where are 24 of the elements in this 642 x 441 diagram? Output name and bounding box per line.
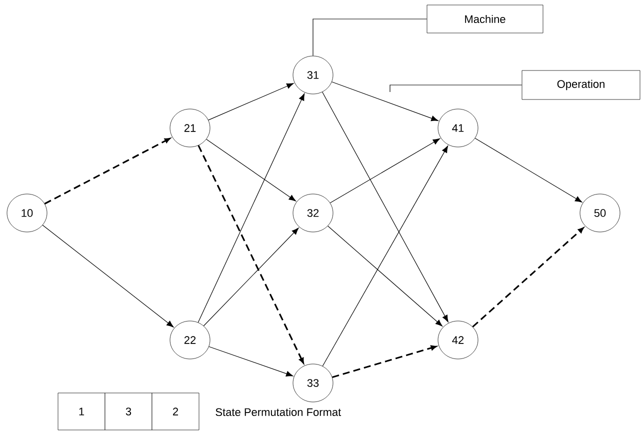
- permutation-cell: 3: [104, 392, 152, 430]
- leader-line: [312, 18, 428, 56]
- arrow: [322, 92, 448, 322]
- permutation-cell: 1: [58, 392, 106, 430]
- arrow: [332, 345, 436, 378]
- arrow: [472, 228, 584, 328]
- arrow: [322, 146, 448, 366]
- permutation-cell: 2: [152, 392, 200, 430]
- arrow: [330, 138, 440, 204]
- arrow: [44, 138, 170, 204]
- arrow: [332, 82, 438, 122]
- arrow: [42, 224, 174, 328]
- caption-text: State Permutation Format: [216, 408, 342, 416]
- arrow: [208, 83, 294, 120]
- arrow: [198, 93, 305, 323]
- arrow: [474, 138, 582, 202]
- arrow: [208, 346, 294, 376]
- label-box: Operation: [522, 70, 640, 100]
- label-box: Machine: [426, 4, 544, 34]
- leader-line: [390, 84, 522, 92]
- arrow: [198, 145, 304, 364]
- arrow: [203, 228, 299, 326]
- arrow: [328, 226, 443, 326]
- arrow: [206, 138, 296, 202]
